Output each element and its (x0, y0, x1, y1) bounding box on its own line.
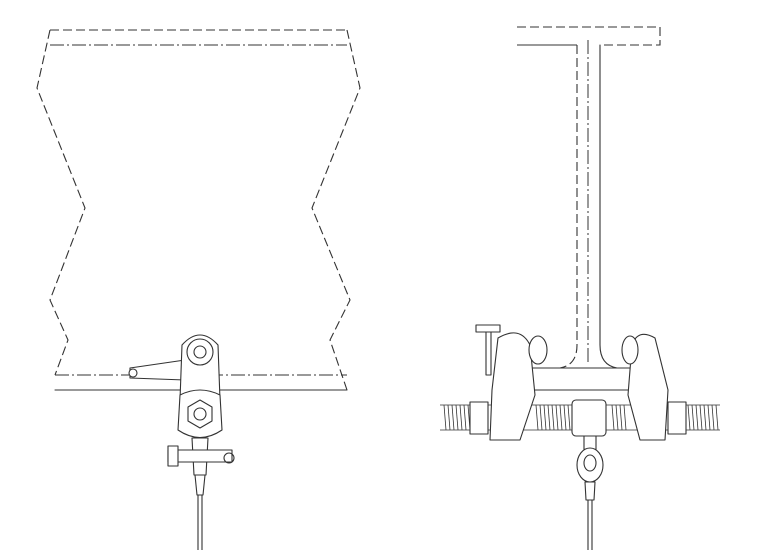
thread-mark (707, 404, 711, 431)
end-clamp (440, 324, 720, 550)
center-hanger-block (571, 399, 607, 437)
beam-side-view (36, 29, 361, 391)
cotter-pin-icon (223, 452, 235, 464)
beam-right-break-line (311, 29, 361, 391)
left-jaw (489, 332, 536, 441)
thread-mark (711, 404, 715, 431)
thread-mark (563, 404, 567, 431)
side-clamp (128, 334, 235, 550)
thread-mark (451, 404, 455, 431)
t-handle-icon (475, 324, 501, 333)
thread-mark (611, 404, 615, 431)
i-beam-web-left (559, 45, 578, 369)
thread-mark (551, 404, 555, 431)
shackle-nut-icon (167, 445, 179, 467)
thread-mark (535, 404, 539, 431)
suspension-wire (197, 494, 203, 550)
beam-left-break-line (36, 29, 86, 376)
bolt-end-icon (193, 407, 207, 421)
t-handle-stem (485, 331, 492, 376)
thread-mark (559, 404, 563, 431)
lever-pin-icon (128, 368, 138, 378)
thread-mark (443, 404, 447, 431)
suspension-wire (587, 499, 593, 550)
side-clamp-tightening-lever (129, 359, 186, 381)
thread-mark (619, 404, 623, 431)
thread-mark (615, 404, 619, 431)
right-nut-icon (667, 401, 687, 435)
thread-mark (695, 404, 699, 431)
left-nut-icon (469, 401, 489, 435)
thread-mark (555, 404, 559, 431)
thread-mark (547, 404, 551, 431)
right-jaw-roller-icon (621, 335, 639, 365)
thread-mark (703, 404, 707, 431)
thread-mark (567, 404, 571, 431)
thread-mark (699, 404, 703, 431)
thread-mark (691, 404, 695, 431)
thread-mark (459, 404, 463, 431)
thread-mark (455, 404, 459, 431)
thread-mark (539, 404, 543, 431)
thread-mark (543, 404, 547, 431)
thread-mark (687, 404, 691, 431)
thread-mark (447, 404, 451, 431)
upper-bolt-icon (193, 345, 207, 359)
thread-mark (715, 404, 719, 431)
i-beam-web-right (599, 44, 618, 369)
eye-hole-icon (583, 454, 597, 472)
i-beam-end-view (516, 26, 661, 391)
thread-mark (623, 404, 627, 431)
left-jaw-roller-icon (528, 335, 548, 365)
thread-mark (463, 404, 467, 431)
i-beam-top-flange (517, 26, 661, 46)
wire-ferrule-icon (584, 481, 596, 501)
wire-ferrule-icon (194, 474, 206, 496)
